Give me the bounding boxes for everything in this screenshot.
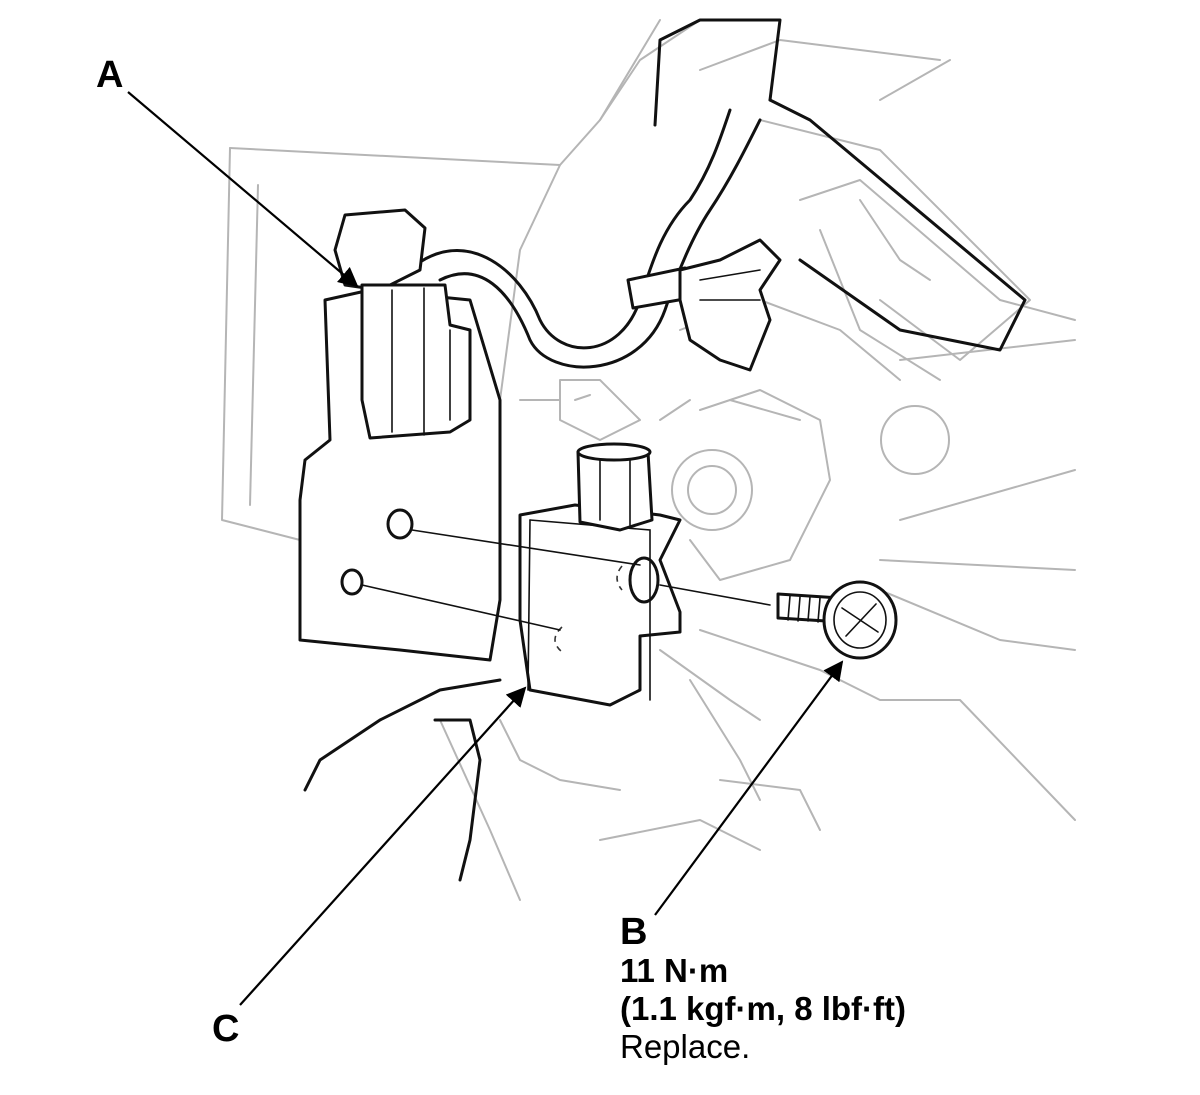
- sensor-c-drawing: [518, 442, 682, 707]
- callout-label-c: C: [212, 1008, 240, 1050]
- wire-harness: [418, 18, 1027, 372]
- leader-line-b: [654, 660, 844, 916]
- bolt-b-drawing: [776, 580, 898, 660]
- connector-a-drawing: [333, 208, 472, 440]
- leader-line-c: [239, 686, 527, 1006]
- replace-note: Replace.: [620, 1028, 751, 1065]
- alignment-lines: [361, 529, 771, 631]
- leader-line-a: [127, 91, 359, 288]
- torque-value-nm: 11 N·m: [620, 952, 729, 989]
- callout-label-b: B: [620, 911, 648, 953]
- torque-spec-block: B 11 N·m (1.1 kgf·m, 8 lbf·ft) Replace.: [620, 912, 906, 1066]
- callout-label-a: A: [96, 54, 124, 96]
- torque-value-alt: (1.1 kgf·m, 8 lbf·ft): [620, 990, 906, 1027]
